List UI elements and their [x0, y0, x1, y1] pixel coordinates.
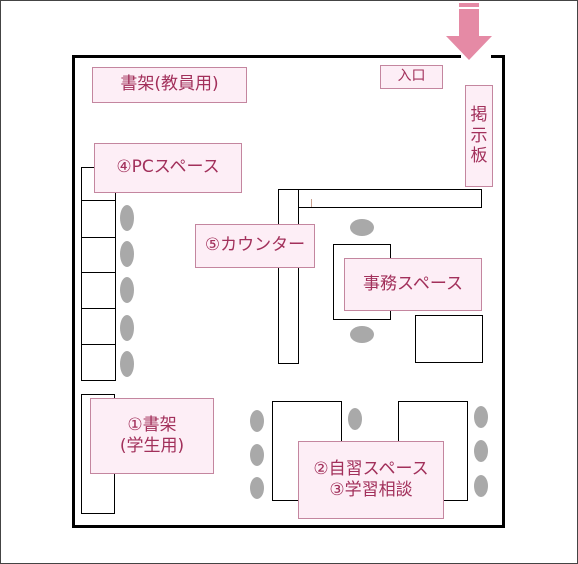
chair — [120, 277, 134, 303]
label-text: ③学習相談 — [329, 480, 413, 500]
pc-desk — [81, 272, 116, 309]
chair — [120, 241, 134, 267]
chair — [120, 315, 134, 341]
chair — [350, 219, 374, 236]
wall-top-right — [491, 55, 505, 58]
chair — [120, 205, 134, 231]
label-text: 板 — [470, 146, 488, 167]
label-text: ⑤カウンター — [204, 235, 306, 256]
arrow-down-icon — [446, 3, 492, 60]
label-text: 事務スペース — [363, 273, 463, 294]
chair — [250, 410, 264, 432]
counter-vertical — [278, 189, 299, 364]
label-bulletin-board: 掲 示 板 — [465, 85, 493, 187]
label-text: ②自習スペース — [313, 458, 429, 479]
chair — [348, 408, 362, 430]
label-study-space: ②自習スペース ③学習相談 — [298, 441, 444, 519]
label-office-space: 事務スペース — [344, 258, 482, 311]
label-text: 入口 — [397, 68, 426, 85]
chair — [350, 326, 374, 343]
pc-desk — [81, 200, 116, 238]
label-text: ①書架 — [127, 414, 177, 435]
office-cabinet — [415, 315, 483, 363]
chair — [250, 444, 264, 466]
label-counter: ⑤カウンター — [195, 224, 315, 268]
label-text: 掲 — [470, 105, 488, 126]
label-text: ④PCスペース — [116, 157, 220, 178]
chair — [474, 440, 488, 462]
counter-tick — [311, 199, 312, 207]
label-text: 示 — [470, 125, 488, 146]
label-text: (学生用) — [119, 436, 185, 456]
pc-desk — [81, 344, 116, 381]
pc-desk — [81, 237, 116, 273]
wall-top-left — [72, 55, 461, 58]
wall-right — [502, 55, 505, 528]
counter-horizontal — [298, 189, 482, 208]
label-bookshelf-students: ①書架 (学生用) — [90, 398, 214, 474]
label-text: 書架(教員用) — [120, 74, 219, 95]
chair — [474, 406, 488, 428]
pc-desk — [81, 308, 116, 345]
label-pc-space: ④PCスペース — [94, 143, 242, 193]
label-entrance: 入口 — [380, 65, 443, 89]
wall-bottom — [72, 525, 505, 528]
chair — [474, 475, 488, 497]
wall-left — [72, 55, 75, 528]
chair — [250, 477, 264, 499]
chair — [120, 351, 134, 377]
label-bookshelf-staff: 書架(教員用) — [92, 67, 247, 103]
